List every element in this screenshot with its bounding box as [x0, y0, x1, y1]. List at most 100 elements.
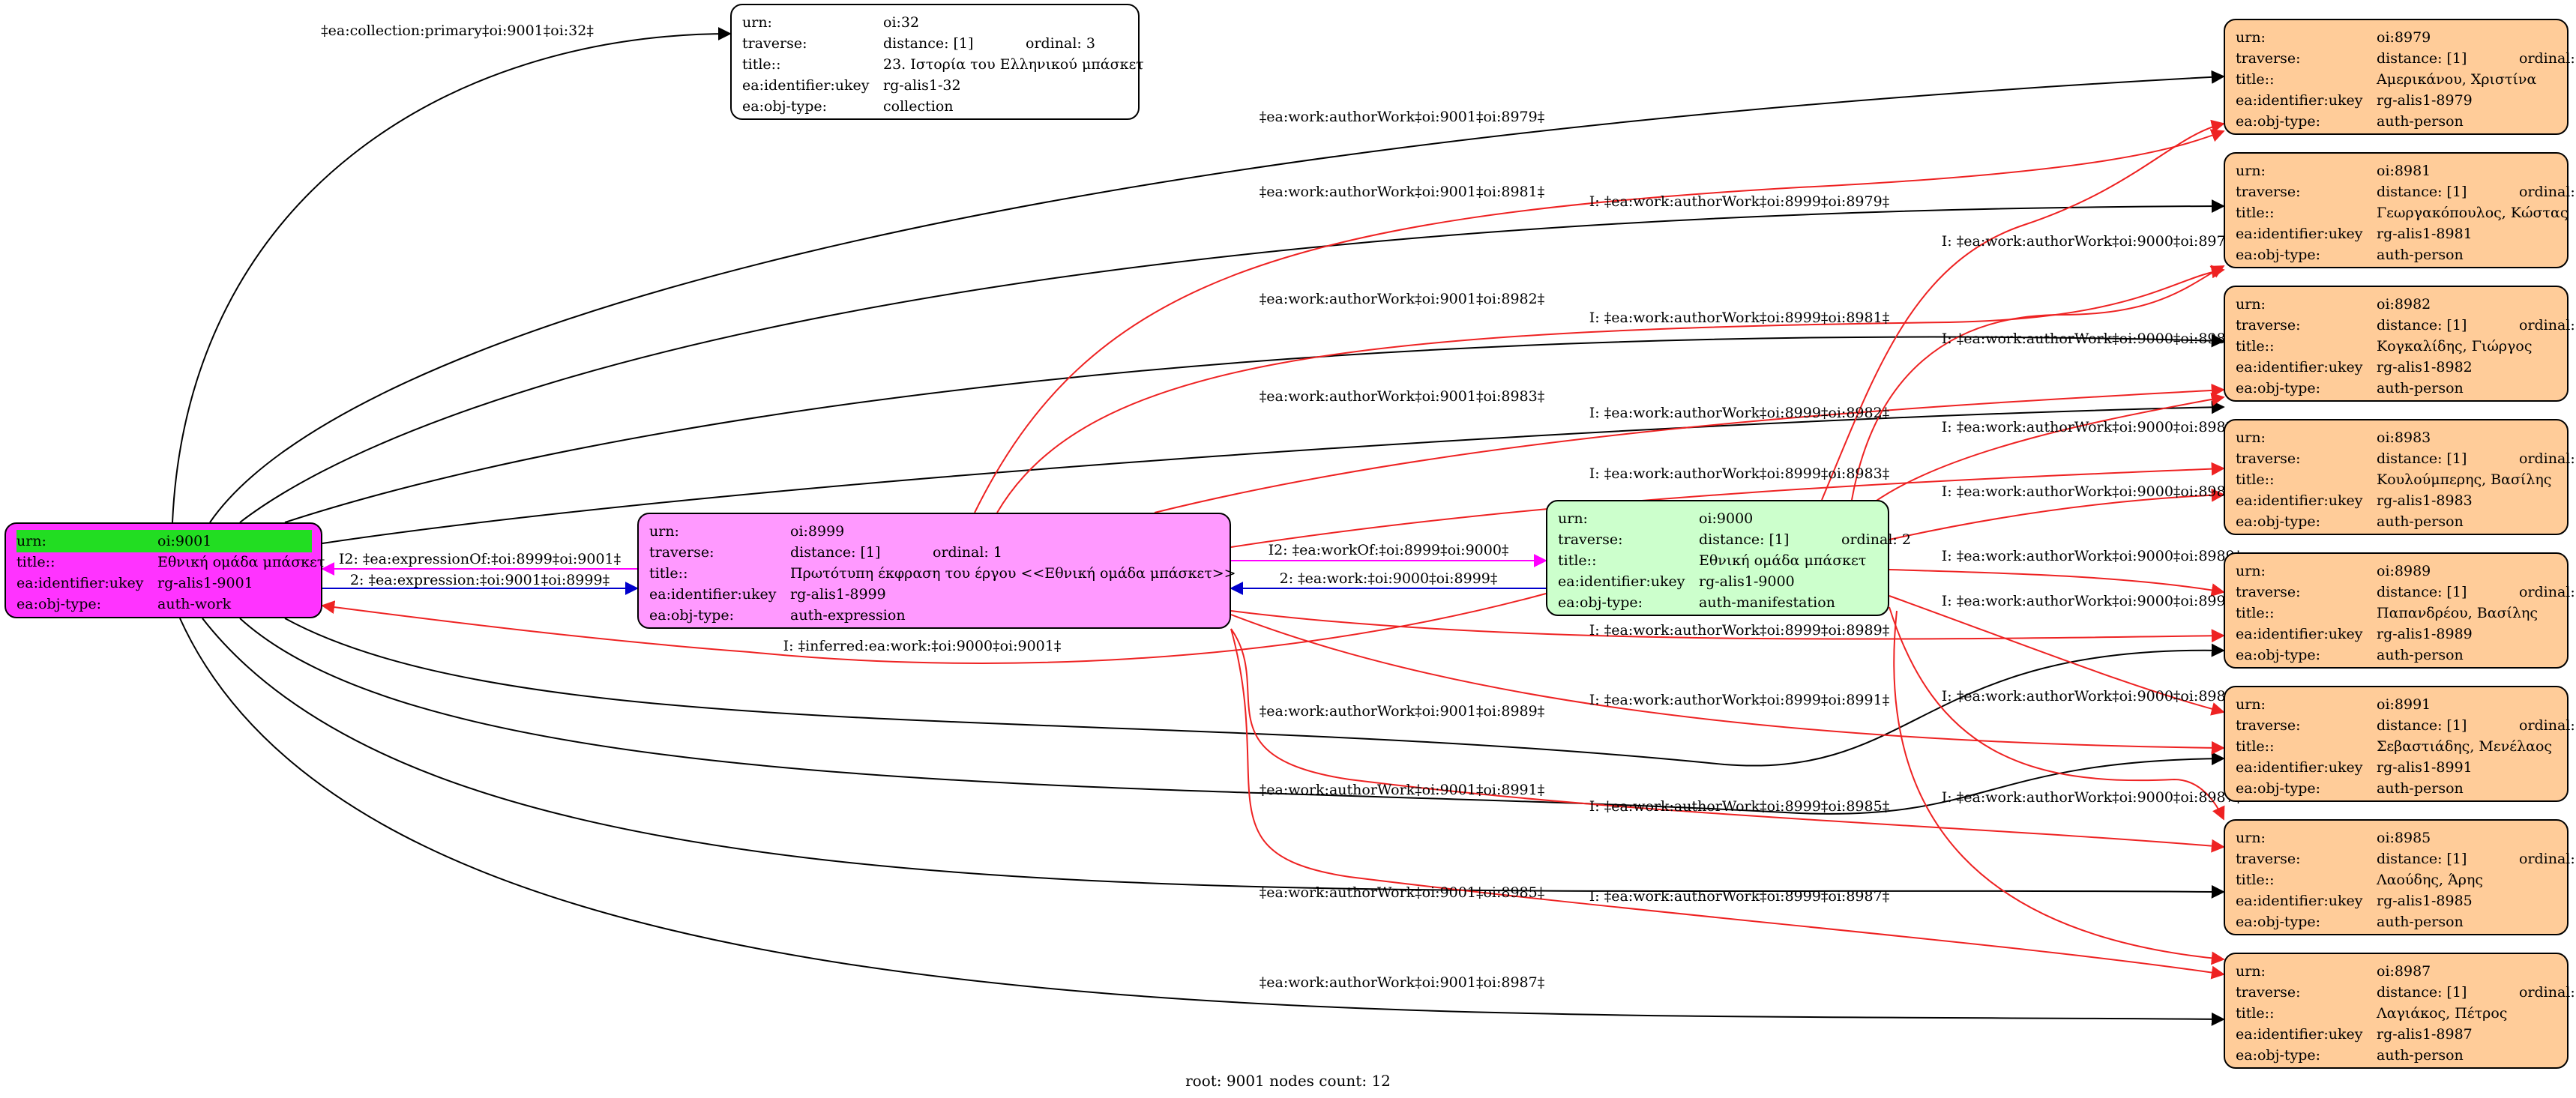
node-field-ordinal: ordinal: 10 [2519, 584, 2576, 600]
edge-label: ‡ea:work:authorWork‡oi:9001‡oi:8991‡ [1260, 782, 1544, 798]
node-field-value: Πρωτότυπη έκφραση του έργου <<Εθνική ομά… [790, 565, 1236, 582]
node-field-value: oi:8989 [2377, 563, 2431, 579]
node-field-key: title:: [2236, 71, 2275, 88]
node-row-urn: urn:oi:8987 [2236, 960, 2558, 983]
node-field-value: oi:8979 [2377, 29, 2431, 46]
node-row-traverse: traverse:distance: [1]ordinal: 6 [2236, 447, 2576, 470]
edge-label: I: ‡ea:work:authorWork‡oi:9000‡oi:8979‡ [1942, 233, 2242, 250]
node-field-value: rg-alis1-8989 [2377, 626, 2473, 642]
node-field-key: urn: [2236, 163, 2266, 179]
node-row-traverse: traverse:distance: [1]ordinal: 10 [2236, 581, 2576, 603]
node-field-value: oi:8999 [790, 523, 845, 540]
node-field-key: traverse: [2236, 717, 2301, 734]
node-field-value: oi:9000 [1699, 510, 1754, 527]
node-field-key: title:: [2236, 872, 2275, 888]
node-field-ordinal: ordinal: 5 [2519, 184, 2576, 200]
node-field-value: distance: [1] [2377, 317, 2467, 334]
edge-oi-8999-to-oi-8987 [1230, 628, 2225, 980]
node-row-title: title::Λαγιάκος, Πέτρος [2236, 1002, 2558, 1025]
node-field-key: ea:obj-type: [2236, 914, 2321, 930]
node-row-traverse: traverse:distance: [1]ordinal: 3 [742, 32, 1129, 55]
node-field-key: traverse: [2236, 984, 2301, 1001]
edge-oi-9000-to-oi-8981 [1851, 265, 2225, 501]
node-field-value: Αμερικάνου, Χριστίνα [2377, 71, 2537, 88]
node-field-value: auth-person [2377, 1047, 2464, 1064]
node-field-key: title:: [649, 565, 688, 582]
node-row-urn: urn:oi:8979 [2236, 26, 2558, 49]
edge-oi-9000-to-oi-9001 [321, 593, 1547, 664]
node-field-value: distance: [1] [2377, 717, 2467, 734]
node-field-value: rg-alis1-8999 [790, 586, 886, 603]
node-row-eaobjtype: ea:obj-type:auth-person [2236, 644, 2558, 666]
node-row-eaobjtype: ea:obj-type:auth-manifestation [1558, 591, 1879, 614]
node-field-value: Σεβαστιάδης, Μενέλαος [2377, 738, 2553, 755]
node-field-key: ea:identifier:ukey [2236, 226, 2363, 242]
edge-oi-8999-to-oi-8985 [1230, 628, 2225, 853]
node-field-key: title:: [16, 554, 55, 570]
node-field-value: oi:32 [883, 14, 920, 31]
node-field-key: ea:obj-type: [649, 607, 735, 624]
node-field-key: ea:obj-type: [2236, 513, 2321, 530]
edge-label: I: ‡ea:work:authorWork‡oi:8999‡oi:8991‡ [1589, 692, 1889, 708]
node-row-traverse: traverse:distance: [1]ordinal: 4 [2236, 47, 2576, 70]
node-field-value: Κογκαλίδης, Γιώργος [2377, 338, 2533, 355]
node-field-value: auth-person [2377, 113, 2464, 130]
node-row-traverse: traverse:distance: [1]ordinal: 7 [2236, 314, 2576, 337]
edge-label: I: ‡ea:work:authorWork‡oi:9000‡oi:8982‡ [1942, 419, 2242, 435]
edge-label: I: ‡ea:work:authorWork‡oi:8999‡oi:8979‡ [1589, 193, 1889, 210]
edge-label: ‡ea:work:authorWork‡oi:9001‡oi:8981‡ [1260, 184, 1544, 200]
node-field-value: Γεωργακόπουλος, Κώστας [2377, 205, 2569, 221]
edge-oi-9001-to-oi-8981 [239, 199, 2225, 523]
edge-label: ‡ea:work:authorWork‡oi:9001‡oi:8983‡ [1260, 388, 1544, 405]
node-field-key: ea:identifier:ukey [2236, 92, 2363, 109]
node-field-key: urn: [2236, 830, 2266, 846]
node-field-key: ea:identifier:ukey [2236, 1026, 2363, 1043]
node-field-value: distance: [1] [2377, 584, 2467, 600]
edge-oi-9000-to-oi-8989 [1889, 569, 2225, 597]
node-row-title: title::Κουλούμπερης, Βασίλης [2236, 468, 2558, 491]
node-row-urn: urn:oi:8989 [2236, 560, 2558, 582]
node-field-value: oi:8981 [2377, 163, 2431, 179]
edge-oi-9001-to-oi-32 [172, 27, 732, 523]
node-row-eaobjtype: ea:obj-type:collection [742, 95, 1129, 118]
node-field-value: distance: [1] [883, 35, 974, 52]
node-row-title: title::Πρωτότυπη έκφραση του έργου <<Εθν… [649, 562, 1236, 585]
edge-oi-8999-to-oi-8991 [1230, 614, 2225, 755]
node-field-value: distance: [1] [2377, 50, 2467, 67]
node-field-value: auth-person [2377, 247, 2464, 263]
edge-label: I: ‡ea:work:authorWork‡oi:9000‡oi:8991‡ [1942, 593, 2242, 609]
node-field-key: title:: [2236, 1005, 2275, 1022]
edge-oi-9000-to-oi-8982 [1874, 393, 2225, 503]
node-field-ordinal: ordinal: 9 [2519, 984, 2576, 1001]
edge-oi-8999-to-oi-8979 [974, 129, 2225, 513]
node-row-urn: urn: oi:8981 [2236, 160, 2558, 182]
node-field-value: auth-person [2377, 647, 2464, 663]
node-field-key: traverse: [2236, 450, 2301, 467]
node-field-value: collection [883, 98, 954, 115]
node-field-value: oi:8991 [2377, 696, 2431, 713]
node-field-value: Κουλούμπερης, Βασίλης [2377, 471, 2552, 488]
node-field-value: Εθνική ομάδα μπάσκετ [157, 554, 325, 570]
edge-oi-9000-to-oi-8987 [1893, 610, 2225, 965]
node-row-eaobjtype: ea:obj-type:auth-person [2236, 377, 2558, 399]
node-field-value: rg-alis1-8985 [2377, 893, 2473, 909]
node-field-value: auth-expression [790, 607, 906, 624]
node-row-traverse: traverse:distance: [1]ordinal: 11 [2236, 714, 2576, 737]
node-field-key: traverse: [649, 544, 714, 561]
